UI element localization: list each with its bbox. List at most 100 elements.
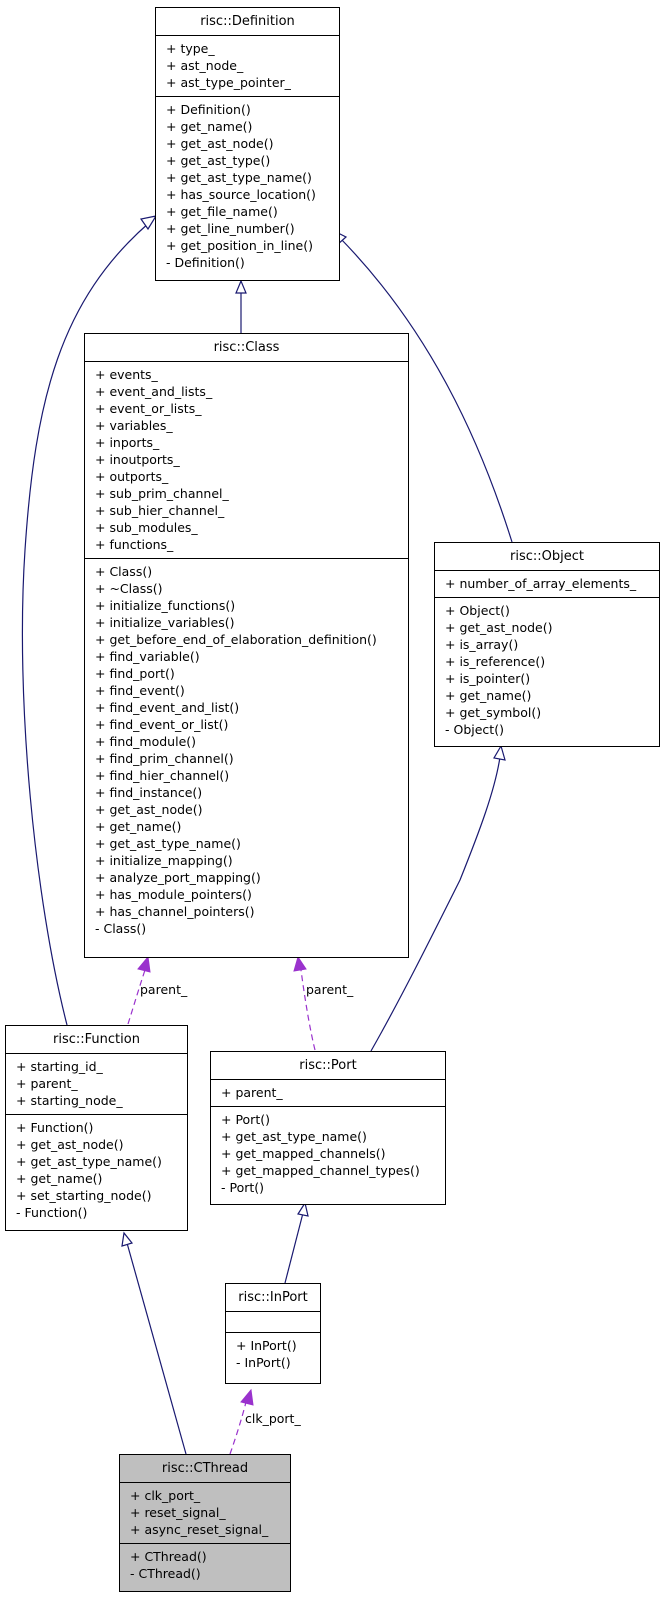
method: + get_name() [16, 1171, 103, 1186]
method: - Class() [95, 921, 147, 936]
method: - Object() [445, 722, 504, 737]
class-name-inport[interactable]: risc::InPort [226, 1284, 320, 1312]
arrowhead-function-definition [139, 215, 158, 231]
attribute: + type_ [166, 41, 215, 56]
attribute: + async_reset_signal_ [130, 1522, 269, 1537]
method: + find_module() [95, 734, 197, 749]
method: + get_mapped_channels() [221, 1146, 386, 1161]
method: + analyze_port_mapping() [95, 870, 261, 885]
attributes-object: + number_of_array_elements_ [435, 571, 659, 598]
attribute: + sub_modules_ [95, 520, 198, 535]
class-name-function[interactable]: risc::Function [6, 1026, 187, 1054]
method: - Function() [16, 1205, 88, 1220]
class-name-definition[interactable]: risc::Definition [156, 8, 339, 36]
arrowhead-function-class-parent [137, 955, 151, 973]
method: + get_file_name() [166, 204, 278, 219]
attribute: + number_of_array_elements_ [445, 576, 637, 591]
attribute: + events_ [95, 367, 158, 382]
method: + CThread() [130, 1549, 207, 1564]
class-box-port[interactable]: risc::Port + parent_ + Port() + get_ast_… [210, 1051, 446, 1205]
method: + get_ast_type() [166, 153, 271, 168]
attribute: + inports_ [95, 435, 160, 450]
method: + is_array() [445, 637, 519, 652]
method: - Port() [221, 1180, 265, 1195]
method: + find_prim_channel() [95, 751, 234, 766]
methods-object: + Object() + get_ast_node() + is_array()… [435, 598, 659, 743]
method: + get_ast_type_name() [221, 1129, 367, 1144]
method: + initialize_variables() [95, 615, 235, 630]
attribute: + event_or_lists_ [95, 401, 202, 416]
method: + find_event() [95, 683, 185, 698]
class-box-definition[interactable]: risc::Definition + type_ + ast_node_ + a… [155, 7, 340, 281]
method: + set_starting_node() [16, 1188, 152, 1203]
attribute: + inoutports_ [95, 452, 180, 467]
attribute: + sub_prim_channel_ [95, 486, 229, 501]
edge-object-definition [339, 237, 513, 543]
method: + Class() [95, 564, 153, 579]
edge-port-object [370, 756, 501, 1052]
method: + get_ast_node() [445, 620, 553, 635]
method: + find_hier_channel() [95, 768, 230, 783]
method: + find_instance() [95, 785, 203, 800]
method: + find_event_or_list() [95, 717, 229, 732]
method: + get_name() [95, 819, 182, 834]
attribute: + ast_type_pointer_ [166, 75, 291, 90]
method: + has_channel_pointers() [95, 904, 255, 919]
method: + get_line_number() [166, 221, 295, 236]
class-box-object[interactable]: risc::Object + number_of_array_elements_… [434, 542, 660, 747]
method: + find_variable() [95, 649, 200, 664]
method: + get_symbol() [445, 705, 542, 720]
class-name-object[interactable]: risc::Object [435, 543, 659, 571]
method: + find_event_and_list() [95, 700, 240, 715]
edge-label-clk-port: clk_port_ [245, 1411, 301, 1426]
attribute: + event_and_lists_ [95, 384, 213, 399]
method: + get_ast_node() [166, 136, 274, 151]
method: + get_name() [445, 688, 532, 703]
attribute: + functions_ [95, 537, 174, 552]
arrowhead-port-object [493, 744, 506, 761]
class-box-function[interactable]: risc::Function + starting_id_ + parent_ … [5, 1025, 188, 1231]
method: + Function() [16, 1120, 94, 1135]
method: + InPort() [236, 1338, 297, 1353]
method: + has_source_location() [166, 187, 316, 202]
method: + get_mapped_channel_types() [221, 1163, 420, 1178]
class-name-cthread[interactable]: risc::CThread [120, 1455, 290, 1483]
edge-label-function-parent: parent_ [140, 982, 188, 997]
class-box-cthread[interactable]: risc::CThread + clk_port_ + reset_signal… [119, 1454, 291, 1592]
class-name-port[interactable]: risc::Port [211, 1052, 445, 1080]
attribute: + parent_ [16, 1076, 78, 1091]
attribute: + starting_id_ [16, 1059, 103, 1074]
class-box-class[interactable]: risc::Class + events_ + event_and_lists_… [84, 333, 409, 958]
method: + get_ast_node() [95, 802, 203, 817]
method: + is_pointer() [445, 671, 531, 686]
method: + is_reference() [445, 654, 546, 669]
attributes-port: + parent_ [211, 1080, 445, 1107]
methods-port: + Port() + get_ast_type_name() + get_map… [211, 1107, 445, 1201]
method: + get_before_end_of_elaboration_definiti… [95, 632, 377, 647]
method: + initialize_mapping() [95, 853, 233, 868]
attribute: + sub_hier_channel_ [95, 503, 225, 518]
methods-definition: + Definition() + get_name() + get_ast_no… [156, 97, 339, 276]
method: - CThread() [130, 1566, 201, 1581]
arrowhead-inport-port [297, 1201, 309, 1217]
attributes-inport-empty [226, 1312, 320, 1333]
class-name-class[interactable]: risc::Class [85, 334, 408, 362]
attributes-function: + starting_id_ + parent_ + starting_node… [6, 1054, 187, 1115]
arrowhead-port-class-parent [293, 955, 307, 972]
arrowhead-cthread-function [121, 1231, 134, 1247]
edge-port-class-parent [300, 969, 316, 1051]
attribute: + clk_port_ [130, 1488, 201, 1503]
edge-function-definition [21, 221, 151, 1026]
method: + get_ast_type_name() [16, 1154, 162, 1169]
arrowhead-class-definition [235, 279, 247, 294]
methods-class: + Class() + ~Class() + initialize_functi… [85, 559, 408, 942]
method: + Object() [445, 603, 510, 618]
class-box-inport[interactable]: risc::InPort + InPort() - InPort() [225, 1283, 321, 1384]
method: + get_name() [166, 119, 253, 134]
method: + find_port() [95, 666, 175, 681]
arrowhead-cthread-inport-clkport [240, 1388, 254, 1406]
methods-function: + Function() + get_ast_node() + get_ast_… [6, 1115, 187, 1226]
method: + Port() [221, 1112, 270, 1127]
